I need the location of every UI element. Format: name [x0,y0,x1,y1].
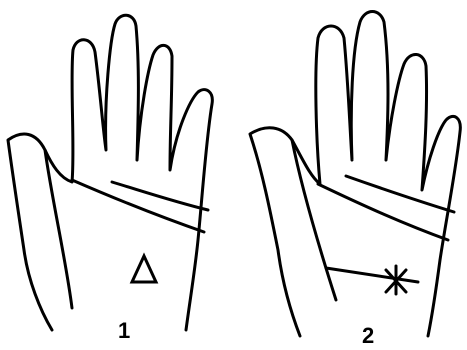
triangle-mark [132,256,156,282]
figure-2-label: 2 [362,323,374,348]
hand-2-head-line [318,184,448,240]
figure-1-label: 1 [118,318,130,343]
hand-2-outline [250,12,460,337]
hand-1-outline [8,15,212,330]
hand-1: 1 [8,15,212,343]
hand-2: 2 [250,12,460,349]
hand-1-heart-line [112,182,208,210]
hand-2-heart-line [346,176,454,212]
hand-2-thumb-crease [292,140,336,300]
hand-1-head-line [72,180,204,232]
